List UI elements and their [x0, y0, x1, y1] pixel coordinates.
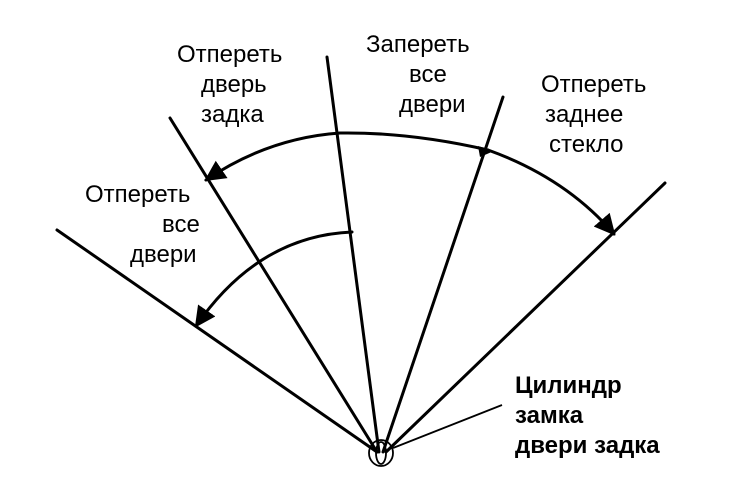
line-unlock-tailgate — [168, 116, 379, 454]
svg-text:задка: задка — [201, 101, 264, 128]
svg-text:стекло: стекло — [549, 131, 623, 158]
svg-text:двери: двери — [399, 91, 466, 118]
svg-text:замка: замка — [515, 402, 584, 429]
svg-text:Отпереть: Отпереть — [177, 41, 282, 68]
cylinder-keyway-icon — [375, 441, 387, 465]
svg-text:двери задка: двери задка — [515, 432, 660, 459]
cylinder-icon — [368, 439, 394, 467]
line-lock-all — [381, 95, 505, 454]
svg-text:Отпереть: Отпереть — [541, 71, 646, 98]
svg-text:Отпереть: Отпереть — [85, 181, 190, 208]
svg-text:дверь: дверь — [201, 71, 267, 98]
cylinder-leader — [392, 404, 503, 449]
label-unlock-tailgate: Отпереть дверь задка — [177, 41, 282, 128]
svg-text:двери: двери — [130, 241, 197, 268]
label-unlock-glass: Отпереть заднее стекло — [541, 71, 646, 158]
svg-text:все: все — [409, 61, 447, 88]
arc-outer-glass — [486, 148, 616, 236]
svg-text:Цилиндр: Цилиндр — [515, 372, 622, 399]
line-unlock-glass — [384, 181, 667, 454]
label-lock-all: Запереть все двери — [366, 31, 470, 118]
label-unlock-all: Отпереть все двери — [85, 181, 200, 268]
arrow-lock-all — [478, 146, 494, 157]
arc-outer-right — [338, 131, 490, 152]
svg-text:заднее: заднее — [545, 101, 623, 128]
svg-text:Запереть: Запереть — [366, 31, 470, 58]
line-neutral — [325, 55, 381, 454]
label-cylinder: Цилиндр замка двери задка — [515, 372, 660, 459]
arc-inner — [194, 230, 354, 328]
arc-outer — [204, 131, 342, 182]
svg-text:все: все — [162, 211, 200, 238]
line-unlock-all — [55, 228, 379, 454]
